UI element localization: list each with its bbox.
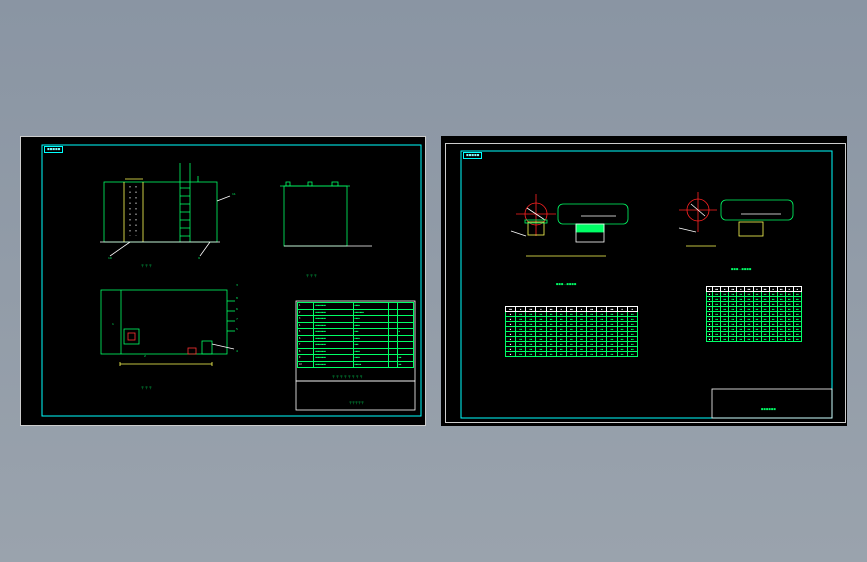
- table-cell: ◼◼: [720, 336, 730, 342]
- outer-border: [445, 143, 846, 423]
- table-row: ◼◼◼◼◼◼◼◼◼◼◼◼◼◼◼◼◼◼◼◼◼◼◼: [705, 316, 803, 322]
- table-cell: ◼◼: [525, 351, 537, 357]
- table-cell: ◼◼: [596, 351, 608, 357]
- plan-view-label: 〒 〒 〒: [141, 386, 152, 390]
- table-cell: ◼◼: [606, 351, 618, 357]
- title-block-frame: [295, 380, 416, 411]
- table-cell: ◼◼: [515, 351, 527, 357]
- sheet-tag-left: ◼◼◼◼◼: [44, 146, 64, 153]
- title-block-left: 〒〒〒〒〒: [349, 401, 365, 405]
- front-view-label: 〒 〒 〒: [141, 264, 152, 268]
- drawing-sheet-right[interactable]: ◼◼◼◼◼ ◼◼◼—◼◼◼◼ ◼◼◼—◼◼◼◼ ◼◼◼◼◼◼◼◼◼◼◼◼◼◼◼◼…: [441, 136, 847, 426]
- table-cell: ◼◼: [616, 351, 628, 357]
- view-label-right: ◼◼◼—◼◼◼◼: [731, 267, 752, 271]
- table-cell: ◼◼: [784, 336, 794, 342]
- table-row: ◼◼◼◼◼◼◼◼◼◼◼◼◼◼◼◼◼◼◼◼◼◼◼: [705, 301, 803, 307]
- table-cell: ◼◼: [728, 336, 738, 342]
- table-row: ◼◼◼◼◼◼◼◼◼◼◼◼◼◼◼◼◼◼◼◼◼◼◼: [705, 291, 803, 297]
- table-row: ◼◼◼◼◼◼◼◼◼◼◼◼◼◼◼◼◼◼◼◼◼◼◼◼◼: [504, 311, 639, 317]
- table-cell: ◼◼: [586, 351, 598, 357]
- pipe-support-drawing: [445, 143, 846, 423]
- table-row: ◼◼◼◼◼◼◼◼◼◼◼◼◼◼◼◼◼◼◼◼◼◼◼◼◼: [504, 331, 639, 337]
- table-cell: ◼◼: [626, 351, 639, 357]
- parts-table: 1◼◼◼◼◼◼◼◼◼◼◼◼ 2◼◼◼◼◼◼◼◼◼◼◼◼◼◼◼ 3◼◼◼◼◼◼◼◼…: [296, 302, 415, 368]
- table-cell: ◼◼: [545, 351, 557, 357]
- marker-1: 1: [112, 322, 114, 326]
- table-cell: ◼◼: [744, 336, 754, 342]
- inner-frame: [41, 144, 422, 417]
- support-detail-right: [678, 192, 794, 247]
- table-cell: ◼◼: [736, 336, 746, 342]
- marker-9: 9: [198, 256, 200, 260]
- marker-6: 6: [236, 307, 238, 311]
- table-cell: ◼◼: [555, 351, 567, 357]
- table-row: ◼◼◼◼◼◼◼◼◼◼◼◼◼◼◼◼◼◼◼◼◼◼◼: [705, 321, 803, 327]
- support-detail-left: [510, 194, 629, 257]
- table-row: ◼◼◼◼◼◼◼◼◼◼◼◼◼◼◼◼◼◼◼◼◼◼◼◼◼: [504, 351, 639, 357]
- table-cell: ◼◼: [752, 336, 762, 342]
- inner-frame: [460, 150, 833, 419]
- marker-4: 4: [236, 349, 238, 353]
- side-view: [280, 181, 372, 247]
- plan-view: [100, 289, 235, 366]
- tank-drawing: [20, 136, 426, 426]
- table-row: 2◼◼◼◼◼◼◼◼◼◼◼◼◼◼◼: [296, 308, 415, 316]
- sheet-tag-right: ◼◼◼◼◼: [463, 152, 483, 159]
- table-row: ◼◼◼◼◼◼◼◼◼◼◼◼◼◼◼◼◼◼◼◼◼◼◼◼◼: [504, 326, 639, 332]
- table-cell: ◼◼: [792, 336, 803, 342]
- table-cell: ◼◼: [565, 351, 577, 357]
- marker-7: 7: [236, 317, 238, 321]
- table-cell: ◼◼: [760, 336, 770, 342]
- dimension-table-right: ◼◼◼◼◼◼◼◼◼◼◼◼◼◼◼◼◼ ◼◼◼◼◼◼◼◼◼◼◼◼◼◼◼◼◼◼◼◼◼◼…: [705, 286, 803, 342]
- drawing-sheet-left[interactable]: ◼◼◼◼◼ 〒 〒 〒 〒 〒 〒 〒 〒 〒 10 9 11 3 8 6 7 …: [20, 136, 426, 426]
- outer-border: [20, 136, 426, 426]
- view-label-left: ◼◼◼—◼◼◼◼: [556, 282, 577, 286]
- marker-8: 8: [236, 296, 238, 300]
- title-block-frame: [711, 388, 833, 419]
- table-cell: ◼◼: [712, 336, 722, 342]
- side-view-label: 〒 〒 〒: [306, 274, 317, 278]
- front-view: [100, 163, 231, 257]
- marker-3: 3: [236, 283, 238, 287]
- table-row: ◼◼◼◼◼◼◼◼◼◼◼◼◼◼◼◼◼◼◼◼◼◼◼: [705, 326, 803, 332]
- table-cell: ◼: [504, 351, 517, 357]
- title-block-right: ◼◼◼◼◼◼: [761, 407, 776, 411]
- table-header-row: ◼◼◼◼◼◼◼◼◼◼◼◼◼◼◼◼◼: [705, 286, 803, 292]
- table-cell: ◼◼: [768, 336, 778, 342]
- marker-10: 10: [108, 256, 112, 260]
- dimension-table-left: ◼◼◼◼◼◼◼◼◼◼◼◼◼◼◼◼◼◼◼ ◼◼◼◼◼◼◼◼◼◼◼◼◼◼◼◼◼◼◼◼…: [504, 306, 639, 357]
- marker-5: 5: [236, 327, 238, 331]
- table-cell: ◼◼: [776, 336, 786, 342]
- table-cell: ◼◼: [535, 351, 547, 357]
- table-row: ◼◼◼◼◼◼◼◼◼◼◼◼◼◼◼◼◼◼◼◼◼◼◼: [705, 336, 803, 342]
- marker-2: 2: [144, 354, 146, 358]
- table-row: 1◼◼◼◼◼◼◼◼◼◼◼◼: [296, 302, 415, 310]
- table-row: 10◼◼◼◼◼◼◼◼◼◼◼◼◼◼◼: [296, 360, 415, 368]
- marker-11: 11: [232, 192, 236, 196]
- table-row: ◼◼◼◼◼◼◼◼◼◼◼◼◼◼◼◼◼◼◼◼◼◼◼: [705, 311, 803, 317]
- parts-table-footer: 〒 〒 〒 〒 〒 〒 〒 〒: [332, 375, 363, 379]
- table-cell: ◼◼: [575, 351, 588, 357]
- table-cell: ◼: [705, 336, 714, 342]
